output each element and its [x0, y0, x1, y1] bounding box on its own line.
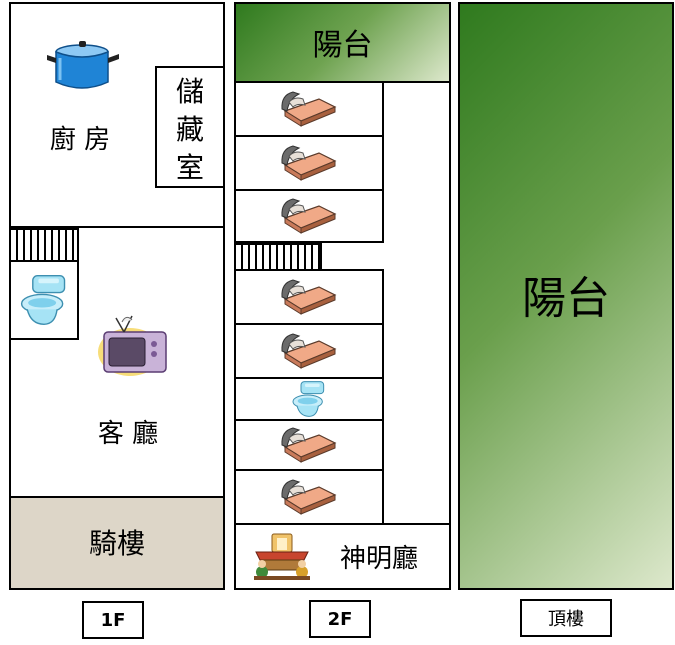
cooking-pot-icon — [47, 41, 119, 89]
floor-1f-caption: 1F — [82, 601, 144, 639]
kitchen-label: 廚 房 — [49, 124, 111, 155]
bed-icon — [279, 89, 339, 129]
floor-2f-caption: 2F — [309, 600, 371, 638]
arcade-area — [9, 496, 225, 590]
altar-icon — [254, 533, 310, 580]
roof-caption: 頂樓 — [520, 599, 612, 637]
toilet-room-1f — [9, 260, 79, 340]
storage-label-1: 儲 — [175, 75, 204, 108]
bed-icon — [279, 196, 339, 236]
storage-label-3: 室 — [175, 151, 204, 184]
roof-balcony-label: 陽台 — [522, 273, 610, 324]
bedroom-2f-1 — [234, 81, 384, 137]
bedroom-2f-7 — [234, 469, 384, 525]
bed-icon — [279, 425, 339, 465]
shrine-label: 神明廳 — [339, 543, 418, 574]
bed-icon — [279, 277, 339, 317]
storage-label-2: 藏 — [175, 113, 204, 146]
arcade-label: 騎樓 — [88, 527, 145, 560]
storage-room — [155, 66, 225, 188]
living-room-label: 客 廳 — [97, 418, 159, 449]
roof-balcony — [458, 2, 674, 590]
toilet-icon — [16, 272, 72, 328]
bedroom-2f-3 — [234, 189, 384, 243]
bed-icon — [279, 331, 339, 371]
bed-icon — [279, 143, 339, 183]
stairs-1f — [9, 228, 79, 262]
bedroom-2f-2 — [234, 135, 384, 191]
bed-icon — [279, 477, 339, 517]
toilet-icon — [289, 379, 329, 419]
bedroom-2f-5 — [234, 323, 384, 379]
television-icon — [98, 315, 167, 376]
bedroom-2f-4 — [234, 269, 384, 325]
toilet-room-2f — [234, 377, 384, 421]
stairs-2f — [234, 243, 322, 271]
bedroom-2f-6 — [234, 419, 384, 471]
balcony-2f-label: 陽台 — [312, 28, 373, 63]
